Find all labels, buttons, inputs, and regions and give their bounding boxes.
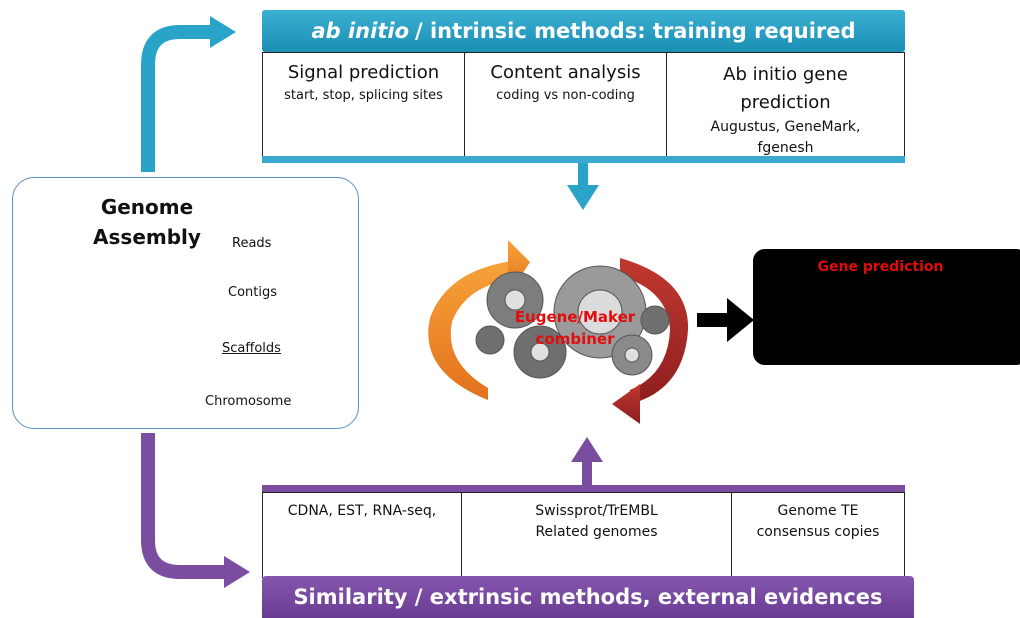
banner-italic: ab initio <box>311 19 409 43</box>
gene-prediction-box <box>753 249 1020 365</box>
signal-prediction-cell: Signal prediction start, stop, splicing … <box>263 53 465 158</box>
purple-flow-arrow <box>141 433 226 579</box>
cell-text: Genome TE consensus copies <box>756 503 880 540</box>
intrinsic-methods-table: Signal prediction start, stop, splicing … <box>262 52 905 158</box>
purple-up-arrow <box>571 437 603 462</box>
chromosome-label: Chromosome <box>205 394 292 409</box>
extrinsic-methods-table: CDNA, EST, RNA-seq, Swissprot/TrEMBL Rel… <box>262 492 905 578</box>
cell-title: Signal prediction <box>287 62 440 83</box>
blue-arrowhead <box>210 16 236 48</box>
scaffolds-label: Scaffolds <box>222 341 281 356</box>
bottom-table-topline <box>262 485 905 492</box>
cell-detail: Augustus, GeneMark, fgenesh <box>710 119 861 156</box>
assembly-title: Genome Assembly <box>93 195 201 249</box>
purple-arrowhead <box>224 556 250 588</box>
intrinsic-methods-banner: ab initio / intrinsic methods: training … <box>262 10 905 52</box>
te-evidence-cell: Genome TE consensus copies <box>732 493 904 578</box>
transcript-evidence-cell: CDNA, EST, RNA-seq, <box>263 493 462 578</box>
ab-initio-gene-prediction-cell: Ab initio gene prediction Augustus, Gene… <box>667 53 904 158</box>
orange-cycle-arrow <box>428 260 520 400</box>
gene-prediction-title: Gene prediction <box>817 259 944 275</box>
blue-flow-arrow <box>141 25 212 172</box>
black-right-arrow <box>727 298 754 342</box>
contigs-label: Contigs <box>228 285 278 300</box>
cell-detail: start, stop, splicing sites <box>284 88 443 103</box>
cell-title: Ab initio gene prediction <box>723 64 848 113</box>
reads-label: Reads <box>232 236 272 251</box>
cell-text: Swissprot/TrEMBL Related genomes <box>535 503 658 540</box>
protein-evidence-cell: Swissprot/TrEMBL Related genomes <box>462 493 732 578</box>
cell-text: CDNA, EST, RNA-seq, <box>287 503 437 519</box>
banner-text: / intrinsic methods: training required <box>415 19 856 43</box>
gears-icon <box>475 265 670 379</box>
combiner-label: Eugene/Maker combiner <box>514 308 636 348</box>
content-analysis-cell: Content analysis coding vs non-coding <box>465 53 667 158</box>
cell-title: Content analysis <box>490 62 641 83</box>
red-cycle-arrow <box>620 258 689 404</box>
genome-assembly-panel <box>12 177 359 429</box>
blue-down-arrow <box>567 185 599 210</box>
extrinsic-methods-banner: Similarity / extrinsic methods, external… <box>262 576 914 618</box>
cell-detail: coding vs non-coding <box>496 88 635 103</box>
top-table-underline <box>262 156 905 163</box>
